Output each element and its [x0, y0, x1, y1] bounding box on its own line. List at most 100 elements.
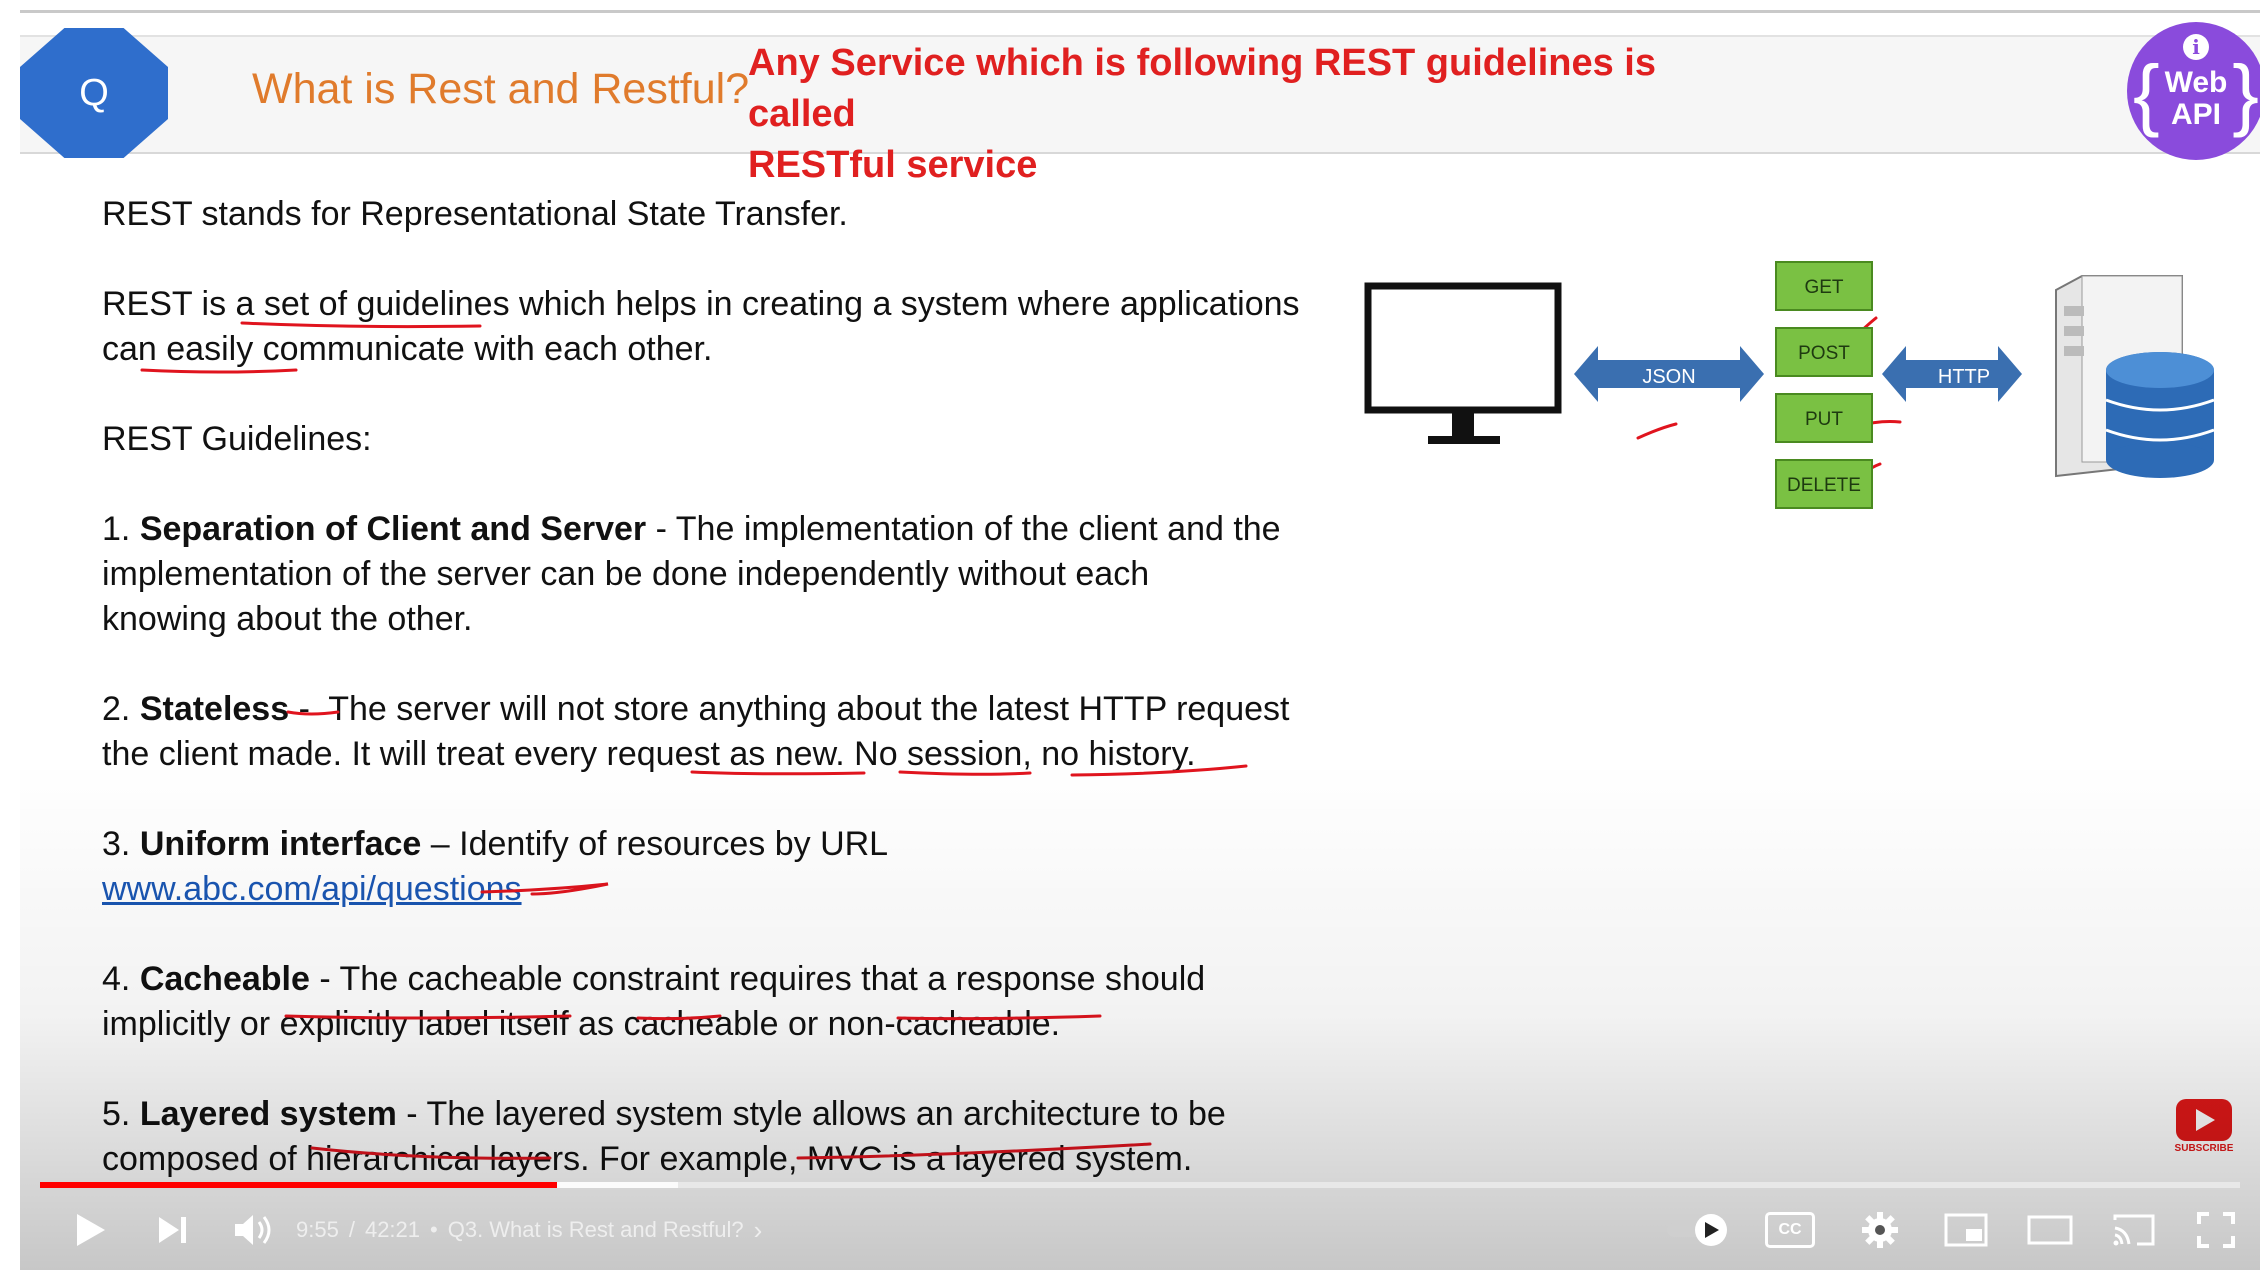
guidelines-line-2: can easily communicate with each other. — [102, 330, 713, 368]
guideline-title: Layered system — [139, 1095, 397, 1133]
underline-mark — [310, 1146, 552, 1160]
guideline-5: 5. Layered system - The layered system s… — [102, 1092, 1342, 1137]
autoplay-toggle[interactable] — [1660, 1195, 1740, 1265]
settings-button[interactable] — [1840, 1195, 1920, 1265]
gear-icon — [1862, 1212, 1898, 1248]
logo-text-web: Web — [2164, 66, 2228, 99]
underline-mark — [796, 1142, 1152, 1160]
guideline-1-line-3: knowing about the other. — [102, 600, 473, 638]
play-button[interactable] — [60, 1195, 120, 1265]
guideline-separator: - — [396, 1095, 427, 1133]
slide-header-band — [20, 35, 2260, 154]
method-post: POST — [1775, 327, 1873, 377]
rest-diagram: JSON GET POST PUT DELETE HTTP — [1364, 261, 2215, 509]
miniplayer-icon — [1944, 1213, 1988, 1247]
guideline-1-line-2: implementation of the server can be done… — [102, 555, 1150, 593]
guideline-1: 1. Separation of Client and Server - The… — [102, 507, 1342, 552]
slide-title: What is Rest and Restful? — [252, 65, 750, 113]
guideline-text: The cacheable constraint requires that a… — [339, 960, 1206, 998]
cast-icon — [2113, 1214, 2155, 1246]
slide-top-border — [20, 10, 2260, 13]
underline-mark — [480, 882, 609, 896]
json-arrow-icon: JSON — [1574, 346, 1764, 402]
chapter-title[interactable]: Q3. What is Rest and Restful? — [447, 1217, 744, 1242]
fullscreen-icon — [2197, 1212, 2235, 1248]
guideline-title: Stateless — [139, 690, 290, 728]
theater-icon — [2027, 1215, 2073, 1245]
underline-mark — [896, 1014, 1102, 1021]
total-time: 42:21 — [364, 1217, 421, 1242]
next-button[interactable] — [142, 1195, 202, 1265]
guideline-separator: – — [421, 825, 460, 863]
chevron-right-icon[interactable]: › — [753, 1214, 763, 1245]
captions-button[interactable]: CC — [1750, 1195, 1830, 1265]
guideline-number: 2. — [102, 690, 131, 728]
subscribe-button[interactable]: SUBSCRIBE — [2168, 1093, 2240, 1163]
underline-mark — [140, 368, 298, 374]
next-icon — [159, 1217, 186, 1243]
chapter-dot: • — [430, 1217, 438, 1242]
guideline-number: 4. — [102, 960, 131, 998]
guideline-4: 4. Cacheable - The cacheable constraint … — [102, 957, 1342, 1002]
underline-mark — [1070, 764, 1248, 777]
guidelines-line-1: REST is a set of guidelines which helps … — [102, 285, 1300, 323]
time-display: 9:55 / 42:21 • Q3. What is Rest and Rest… — [296, 1195, 772, 1265]
method-get-label: GET — [1804, 277, 1843, 298]
method-put-label: PUT — [1805, 409, 1843, 430]
guideline-2-line-2: the client made. It will treat every req… — [102, 735, 1196, 773]
right-brace-icon: } — [2232, 49, 2259, 138]
underline-mark — [240, 321, 482, 329]
resource-url-link[interactable]: www.abc.com/api/questions — [102, 870, 522, 908]
underline-mark — [690, 770, 866, 776]
guidelines-heading: REST Guidelines: — [102, 420, 372, 458]
callout-note: Any Service which is following REST guid… — [748, 38, 1748, 191]
web-api-logo[interactable]: i { } Web API — [2127, 22, 2260, 160]
guideline-number: 5. — [102, 1095, 131, 1133]
info-icon[interactable]: i — [2183, 34, 2209, 60]
guideline-number: 1. — [102, 510, 131, 548]
callout-line-1: Any Service which is following REST guid… — [748, 42, 1656, 135]
guideline-3: 3. Uniform interface – Identify of resou… — [102, 822, 1342, 867]
guideline-separator: - — [646, 510, 676, 548]
guideline-4-line-2: implicitly or explicitly label itself as… — [102, 1005, 1061, 1043]
guideline-3-url[interactable]: www.abc.com/api/questions — [102, 867, 1342, 912]
guideline-text: The layered system style allows an archi… — [426, 1095, 1226, 1133]
underline-mark — [898, 770, 1032, 776]
player-controls: 9:55 / 42:21 • Q3. What is Rest and Rest… — [20, 1195, 2260, 1270]
guideline-number: 3. — [102, 825, 131, 863]
guideline-text: Identify of resources by URL — [459, 825, 889, 863]
monitor-icon — [1364, 282, 1562, 444]
video-player[interactable]: Q What is Rest and Restful? Any Service … — [20, 10, 2260, 1270]
underline-mark — [636, 1014, 722, 1021]
question-badge-label: Q — [79, 71, 109, 114]
guideline-title: Separation of Client and Server — [139, 510, 647, 548]
youtube-logo-icon — [2176, 1099, 2232, 1141]
volume-icon — [235, 1215, 271, 1245]
server-database-icon — [2055, 275, 2215, 478]
method-put: PUT — [1775, 393, 1873, 443]
mute-button[interactable] — [220, 1195, 290, 1265]
theater-mode-button[interactable] — [2010, 1195, 2090, 1265]
question-badge: Q — [20, 28, 168, 158]
method-delete: DELETE — [1775, 459, 1873, 509]
underline-mark — [284, 1014, 572, 1020]
fullscreen-button[interactable] — [2176, 1195, 2256, 1265]
method-get: GET — [1775, 261, 1873, 311]
guideline-text: The implementation of the client and the — [675, 510, 1281, 548]
subscribe-label: SUBSCRIBE — [2174, 1143, 2234, 1154]
callout-line-2: RESTful service — [748, 144, 1038, 186]
cast-button[interactable] — [2094, 1195, 2174, 1265]
miniplayer-button[interactable] — [1926, 1195, 2006, 1265]
annotation-ink-layer — [140, 284, 1902, 1160]
http-label: HTTP — [1938, 366, 1990, 388]
progress-bar[interactable] — [40, 1182, 2240, 1188]
method-post-label: POST — [1798, 343, 1850, 364]
left-brace-icon: { — [2133, 49, 2160, 138]
guideline-title: Uniform interface — [139, 825, 422, 863]
tick-mark — [1636, 422, 1678, 440]
method-delete-label: DELETE — [1787, 475, 1861, 496]
current-time: 9:55 — [296, 1217, 339, 1242]
play-icon — [77, 1214, 105, 1246]
definition-text: REST stands for Representational State T… — [102, 195, 848, 233]
underline-mark — [286, 710, 340, 716]
